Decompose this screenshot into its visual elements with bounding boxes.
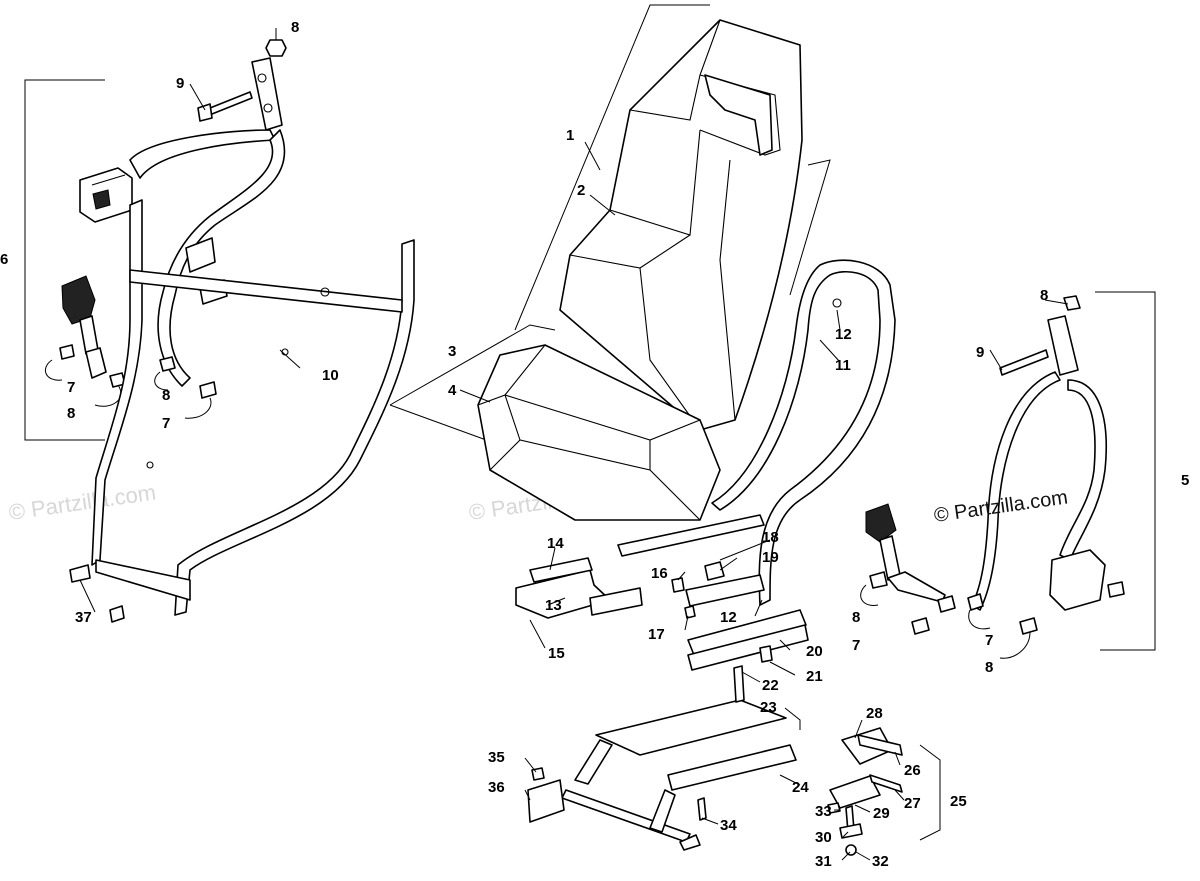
left-seat-belt-assembly: [24, 39, 287, 441]
callout-9-right: 9: [976, 344, 984, 361]
callout-labels: 1 2 3 4 5 6 7 7 7 7 8 8 8 8 8 8 9 9 10 1…: [0, 19, 1189, 870]
callout-25: 25: [950, 793, 967, 810]
callout-8-left-b: 8: [162, 387, 170, 404]
callout-7-right-a: 7: [852, 637, 860, 654]
callout-7-right-b: 7: [985, 632, 993, 649]
callout-27: 27: [904, 795, 921, 812]
leader-lines: [79, 28, 1069, 861]
left-seat-frame: [69, 199, 415, 623]
callout-7-left-b: 7: [162, 415, 170, 432]
slider-parts: [515, 514, 809, 671]
callout-36: 36: [488, 779, 505, 796]
callout-19: 19: [762, 549, 779, 566]
callout-8-top-left: 8: [291, 19, 299, 36]
callout-15: 15: [548, 645, 565, 662]
callout-16: 16: [651, 565, 668, 582]
callout-33: 33: [815, 803, 832, 820]
callout-24: 24: [792, 779, 809, 796]
callout-8-right-b: 8: [985, 659, 993, 676]
callout-4: 4: [448, 382, 457, 399]
callout-8-left-a: 8: [67, 405, 75, 422]
seat-cushion: [389, 324, 721, 521]
callout-30: 30: [815, 829, 832, 846]
callout-29: 29: [873, 805, 890, 822]
seat-base-frame: [527, 665, 797, 851]
callout-17: 17: [648, 626, 665, 643]
callout-11: 11: [835, 357, 851, 374]
callout-37: 37: [75, 609, 92, 626]
watermark-faint-left: © Partzilla.com: [7, 480, 157, 525]
callout-8-top-right: 8: [1040, 287, 1048, 304]
callout-3: 3: [448, 343, 456, 360]
callout-18: 18: [762, 529, 779, 546]
callout-6: 6: [0, 251, 8, 268]
callout-32: 32: [872, 853, 889, 870]
callout-21: 21: [806, 668, 823, 685]
watermark-main: © Partzilla.com: [933, 486, 1070, 527]
right-seat-hoop: [711, 259, 896, 606]
callout-13: 13: [545, 597, 562, 614]
callout-14: 14: [547, 535, 564, 552]
callout-26: 26: [904, 762, 921, 779]
right-seat-belt-assembly: [860, 291, 1156, 659]
callout-23: 23: [760, 699, 777, 716]
callout-31: 31: [815, 853, 832, 870]
callout-35: 35: [488, 749, 505, 766]
callout-7-left-a: 7: [67, 379, 75, 396]
callout-34: 34: [720, 817, 737, 834]
callout-22: 22: [762, 677, 779, 694]
callout-5: 5: [1181, 472, 1189, 489]
callout-12-upper: 12: [835, 326, 852, 343]
callout-9-left: 9: [176, 75, 184, 92]
lever-assembly: [827, 727, 941, 856]
callout-2: 2: [577, 182, 585, 199]
callout-10: 10: [322, 367, 339, 384]
callout-8-right-a: 8: [852, 609, 860, 626]
callout-28: 28: [866, 705, 883, 722]
seat-back: [514, 4, 831, 431]
callout-20: 20: [806, 643, 823, 660]
callout-12-lower: 12: [720, 609, 737, 626]
callout-1: 1: [566, 127, 574, 144]
